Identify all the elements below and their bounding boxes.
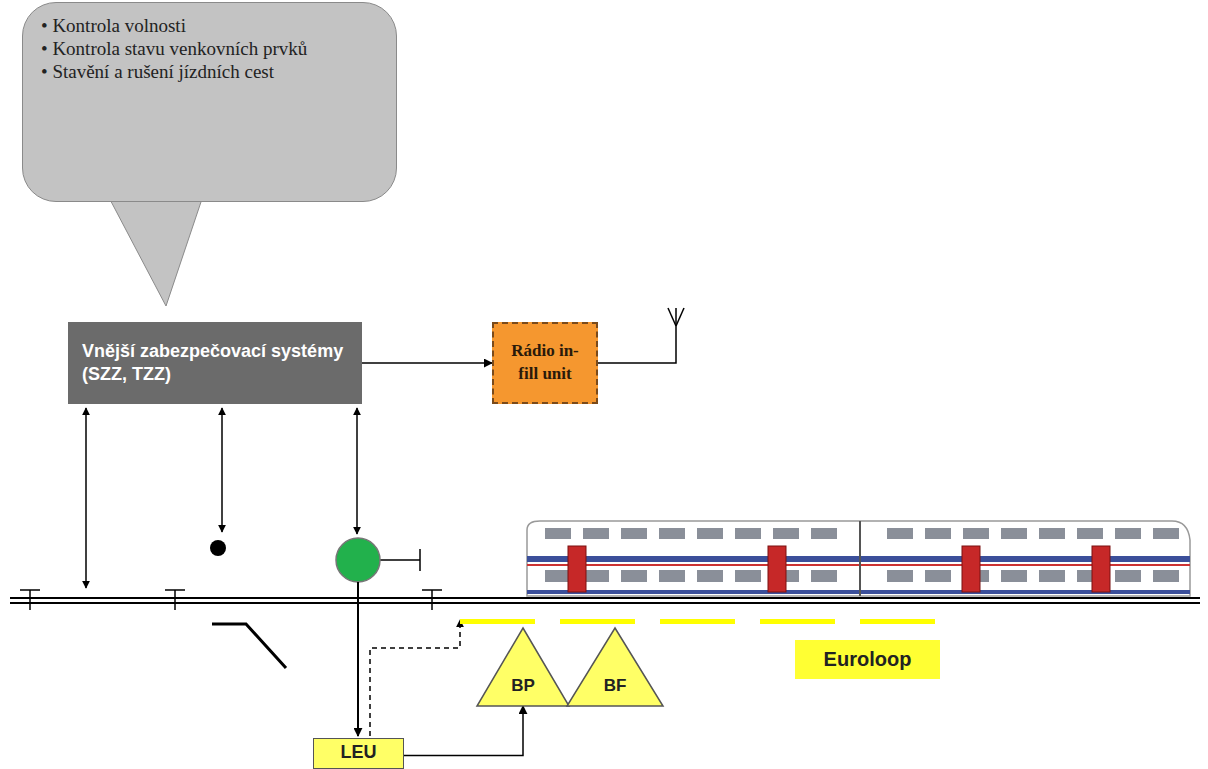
train-window <box>811 570 837 582</box>
train-window <box>621 528 647 539</box>
train-window <box>1039 528 1065 539</box>
train-illustration <box>527 521 1190 596</box>
train-window <box>735 570 761 582</box>
train-window <box>735 528 761 539</box>
train-window <box>583 570 609 582</box>
node-text: LEU <box>341 742 377 763</box>
train-window <box>583 528 609 539</box>
train-window <box>887 528 913 539</box>
train-window <box>925 570 951 582</box>
train-window <box>697 570 723 582</box>
train-window <box>659 528 685 539</box>
train-window <box>925 528 951 539</box>
node-content: BP <box>477 628 569 706</box>
connector-arrow <box>404 706 523 756</box>
train-window <box>1153 570 1179 582</box>
node-text: Vnější zabezpečovací systémy (SZZ, TZZ) <box>82 340 348 387</box>
node-text: • Kontrola stavu venkovních prvků <box>41 38 374 61</box>
train-door <box>568 546 586 592</box>
antenna-symbol <box>598 308 684 363</box>
node-content: Euroloop <box>795 640 940 679</box>
loop-segment <box>660 619 735 624</box>
train-window <box>1039 570 1065 582</box>
train-window <box>545 528 571 539</box>
train-window <box>1001 570 1027 582</box>
switch-symbol <box>210 540 286 668</box>
loop-segment <box>560 619 635 624</box>
train-door <box>962 546 980 592</box>
train-door <box>768 546 786 592</box>
system-box: Vnější zabezpečovací systémy (SZZ, TZZ) <box>68 322 362 404</box>
node-content: Rádio in- fill unit <box>494 324 596 402</box>
node-text: • Stavění a rušení jízdních cest <box>41 61 374 84</box>
node-text: • Kontrola volnosti <box>41 15 374 38</box>
callout-tail <box>105 190 205 306</box>
train-window <box>887 570 913 582</box>
euroloop-cable <box>460 619 935 624</box>
node-content: BF <box>567 628 663 706</box>
balise-triangle: BP <box>477 628 569 706</box>
node-content: • Kontrola volnosti• Kontrola stavu venk… <box>23 3 396 201</box>
train-window <box>1153 528 1179 539</box>
loop-segment <box>460 619 535 624</box>
loop-segment <box>760 619 835 624</box>
node-text: BF <box>604 676 627 696</box>
train-window <box>1115 528 1141 539</box>
train-window <box>811 528 837 539</box>
loop-segment <box>860 619 935 624</box>
train-window <box>697 528 723 539</box>
node-text: Euroloop <box>824 648 912 671</box>
train-window <box>1115 570 1141 582</box>
train-window <box>1077 528 1103 539</box>
balise-triangle: BF <box>567 628 663 706</box>
triangle-outline <box>567 628 663 706</box>
node-content: Vnější zabezpečovací systémy (SZZ, TZZ) <box>68 322 362 404</box>
train-window <box>659 570 685 582</box>
train-window <box>773 528 799 539</box>
leu-box: LEU <box>313 738 404 769</box>
track <box>10 590 1200 610</box>
euroloop-label: Euroloop <box>795 640 940 679</box>
train-window <box>963 528 989 539</box>
node-content: LEU <box>314 739 403 768</box>
control-arrows <box>86 408 460 736</box>
node-text: BP <box>511 676 535 696</box>
callout-bubble: • Kontrola volnosti• Kontrola stavu venk… <box>22 2 397 202</box>
triangle-outline <box>477 628 569 706</box>
node-text: Rádio in- fill unit <box>500 340 590 386</box>
connector-arrow <box>362 362 492 364</box>
radio-unit-box: Rádio in- fill unit <box>492 322 598 404</box>
signal-symbol <box>336 538 420 582</box>
train-window <box>1001 528 1027 539</box>
train-window <box>545 570 571 582</box>
train-door <box>1092 546 1110 592</box>
train-window <box>621 570 647 582</box>
